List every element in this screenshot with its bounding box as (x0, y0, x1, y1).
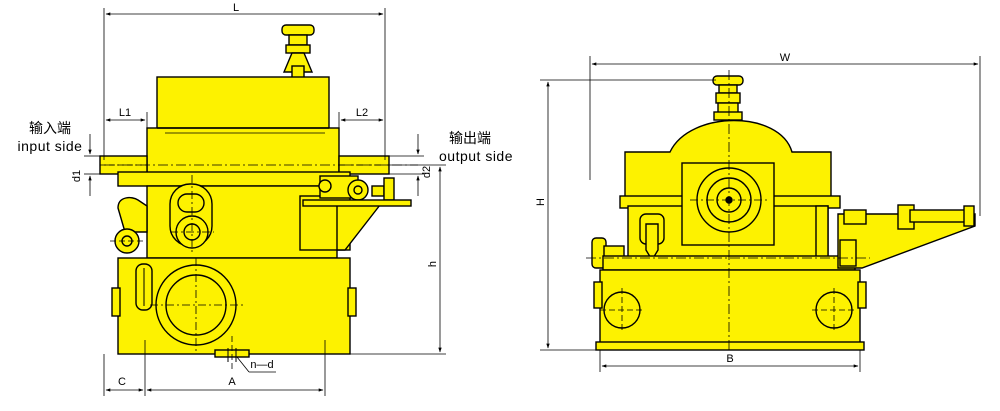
dim-h: h (427, 261, 439, 267)
output-side-label-en: output side (439, 148, 513, 164)
front-view (99, 24, 412, 362)
dim-L2: L2 (356, 107, 368, 119)
side-dimensions (540, 56, 981, 372)
dim-L1: L1 (119, 107, 131, 119)
front-top-knob (281, 24, 315, 79)
dim-d1: d1 (71, 170, 83, 182)
front-centerlines (104, 164, 418, 372)
dim-A: A (228, 376, 236, 388)
output-side-label-cn: 输出端 (449, 131, 491, 147)
dim-H: H (535, 198, 547, 206)
side-centerlines (586, 70, 870, 350)
dim-d2: d2 (421, 166, 433, 178)
side-top-knob (712, 75, 744, 121)
side-view (591, 75, 976, 351)
input-side-label-cn: 输入端 (29, 121, 71, 137)
side-housing (624, 119, 832, 199)
dim-L: L (233, 2, 239, 14)
dim-B: B (726, 353, 733, 365)
dim-C: C (118, 376, 126, 388)
front-mid-housing (146, 127, 340, 175)
dim-W: W (780, 52, 791, 64)
front-upper-housing (156, 76, 330, 130)
input-side-label-en: input side (18, 138, 83, 154)
front-dimensions (84, 8, 446, 396)
front-labels: L L1 L2 d1 d2 h C A n—d 输入端 input side 输… (18, 2, 513, 388)
side-labels: W H B (535, 52, 791, 365)
dim-n-d: n—d (250, 359, 273, 371)
